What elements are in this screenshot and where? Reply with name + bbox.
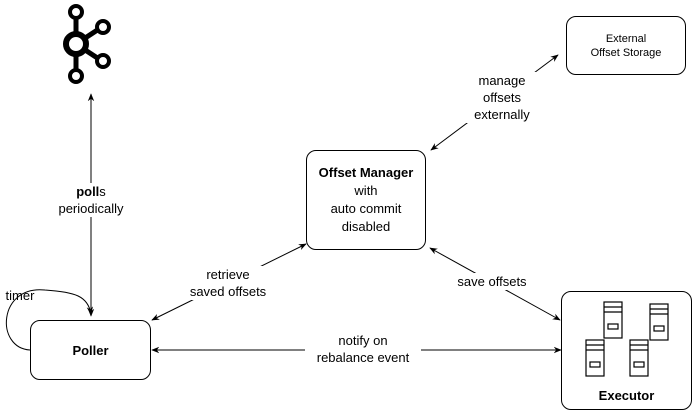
notify-line1: notify on xyxy=(338,333,388,348)
retrieve-line1: retrieve xyxy=(206,267,250,282)
offset-manager-node: Offset Manager with auto commit disabled xyxy=(306,150,426,250)
offset-manager-title: Offset Manager xyxy=(318,165,414,180)
poller-label: Poller xyxy=(72,342,109,358)
timer-text: timer xyxy=(5,288,35,303)
server-rack-icon xyxy=(585,301,669,377)
poller-node: Poller xyxy=(30,320,151,380)
retrieve-line2: saved offsets xyxy=(189,284,267,299)
external-storage-line1: External xyxy=(605,32,647,45)
notify-line2: rebalance event xyxy=(316,350,410,365)
polls-rest: s xyxy=(99,184,106,199)
polls-label: polls periodically xyxy=(48,183,134,217)
manage-line2: offsets xyxy=(482,90,522,105)
external-storage-line2: Offset Storage xyxy=(590,46,662,59)
offset-manager-line2: with xyxy=(354,183,378,198)
save-offsets-label: save offsets xyxy=(450,273,534,290)
offset-manager-line3: auto commit xyxy=(330,201,402,216)
retrieve-offsets-label: retrieve saved offsets xyxy=(180,266,276,300)
polls-bold-part: poll xyxy=(76,184,100,199)
offset-manager-line4: disabled xyxy=(341,219,391,234)
external-offset-storage-node: External Offset Storage xyxy=(566,16,686,75)
manage-line1: manage xyxy=(478,73,526,88)
notify-label: notify on rebalance event xyxy=(305,332,421,366)
executor-node: Executor xyxy=(561,291,692,410)
timer-label: timer xyxy=(2,287,38,304)
manage-offsets-label: manage offsets externally xyxy=(464,72,540,123)
manage-line3: externally xyxy=(474,107,530,122)
save-label: save offsets xyxy=(457,274,527,289)
polls-line2: periodically xyxy=(58,201,124,216)
timer-loop-edge xyxy=(5,289,93,351)
executor-label: Executor xyxy=(598,388,655,403)
kafka-logo-icon xyxy=(63,4,111,84)
